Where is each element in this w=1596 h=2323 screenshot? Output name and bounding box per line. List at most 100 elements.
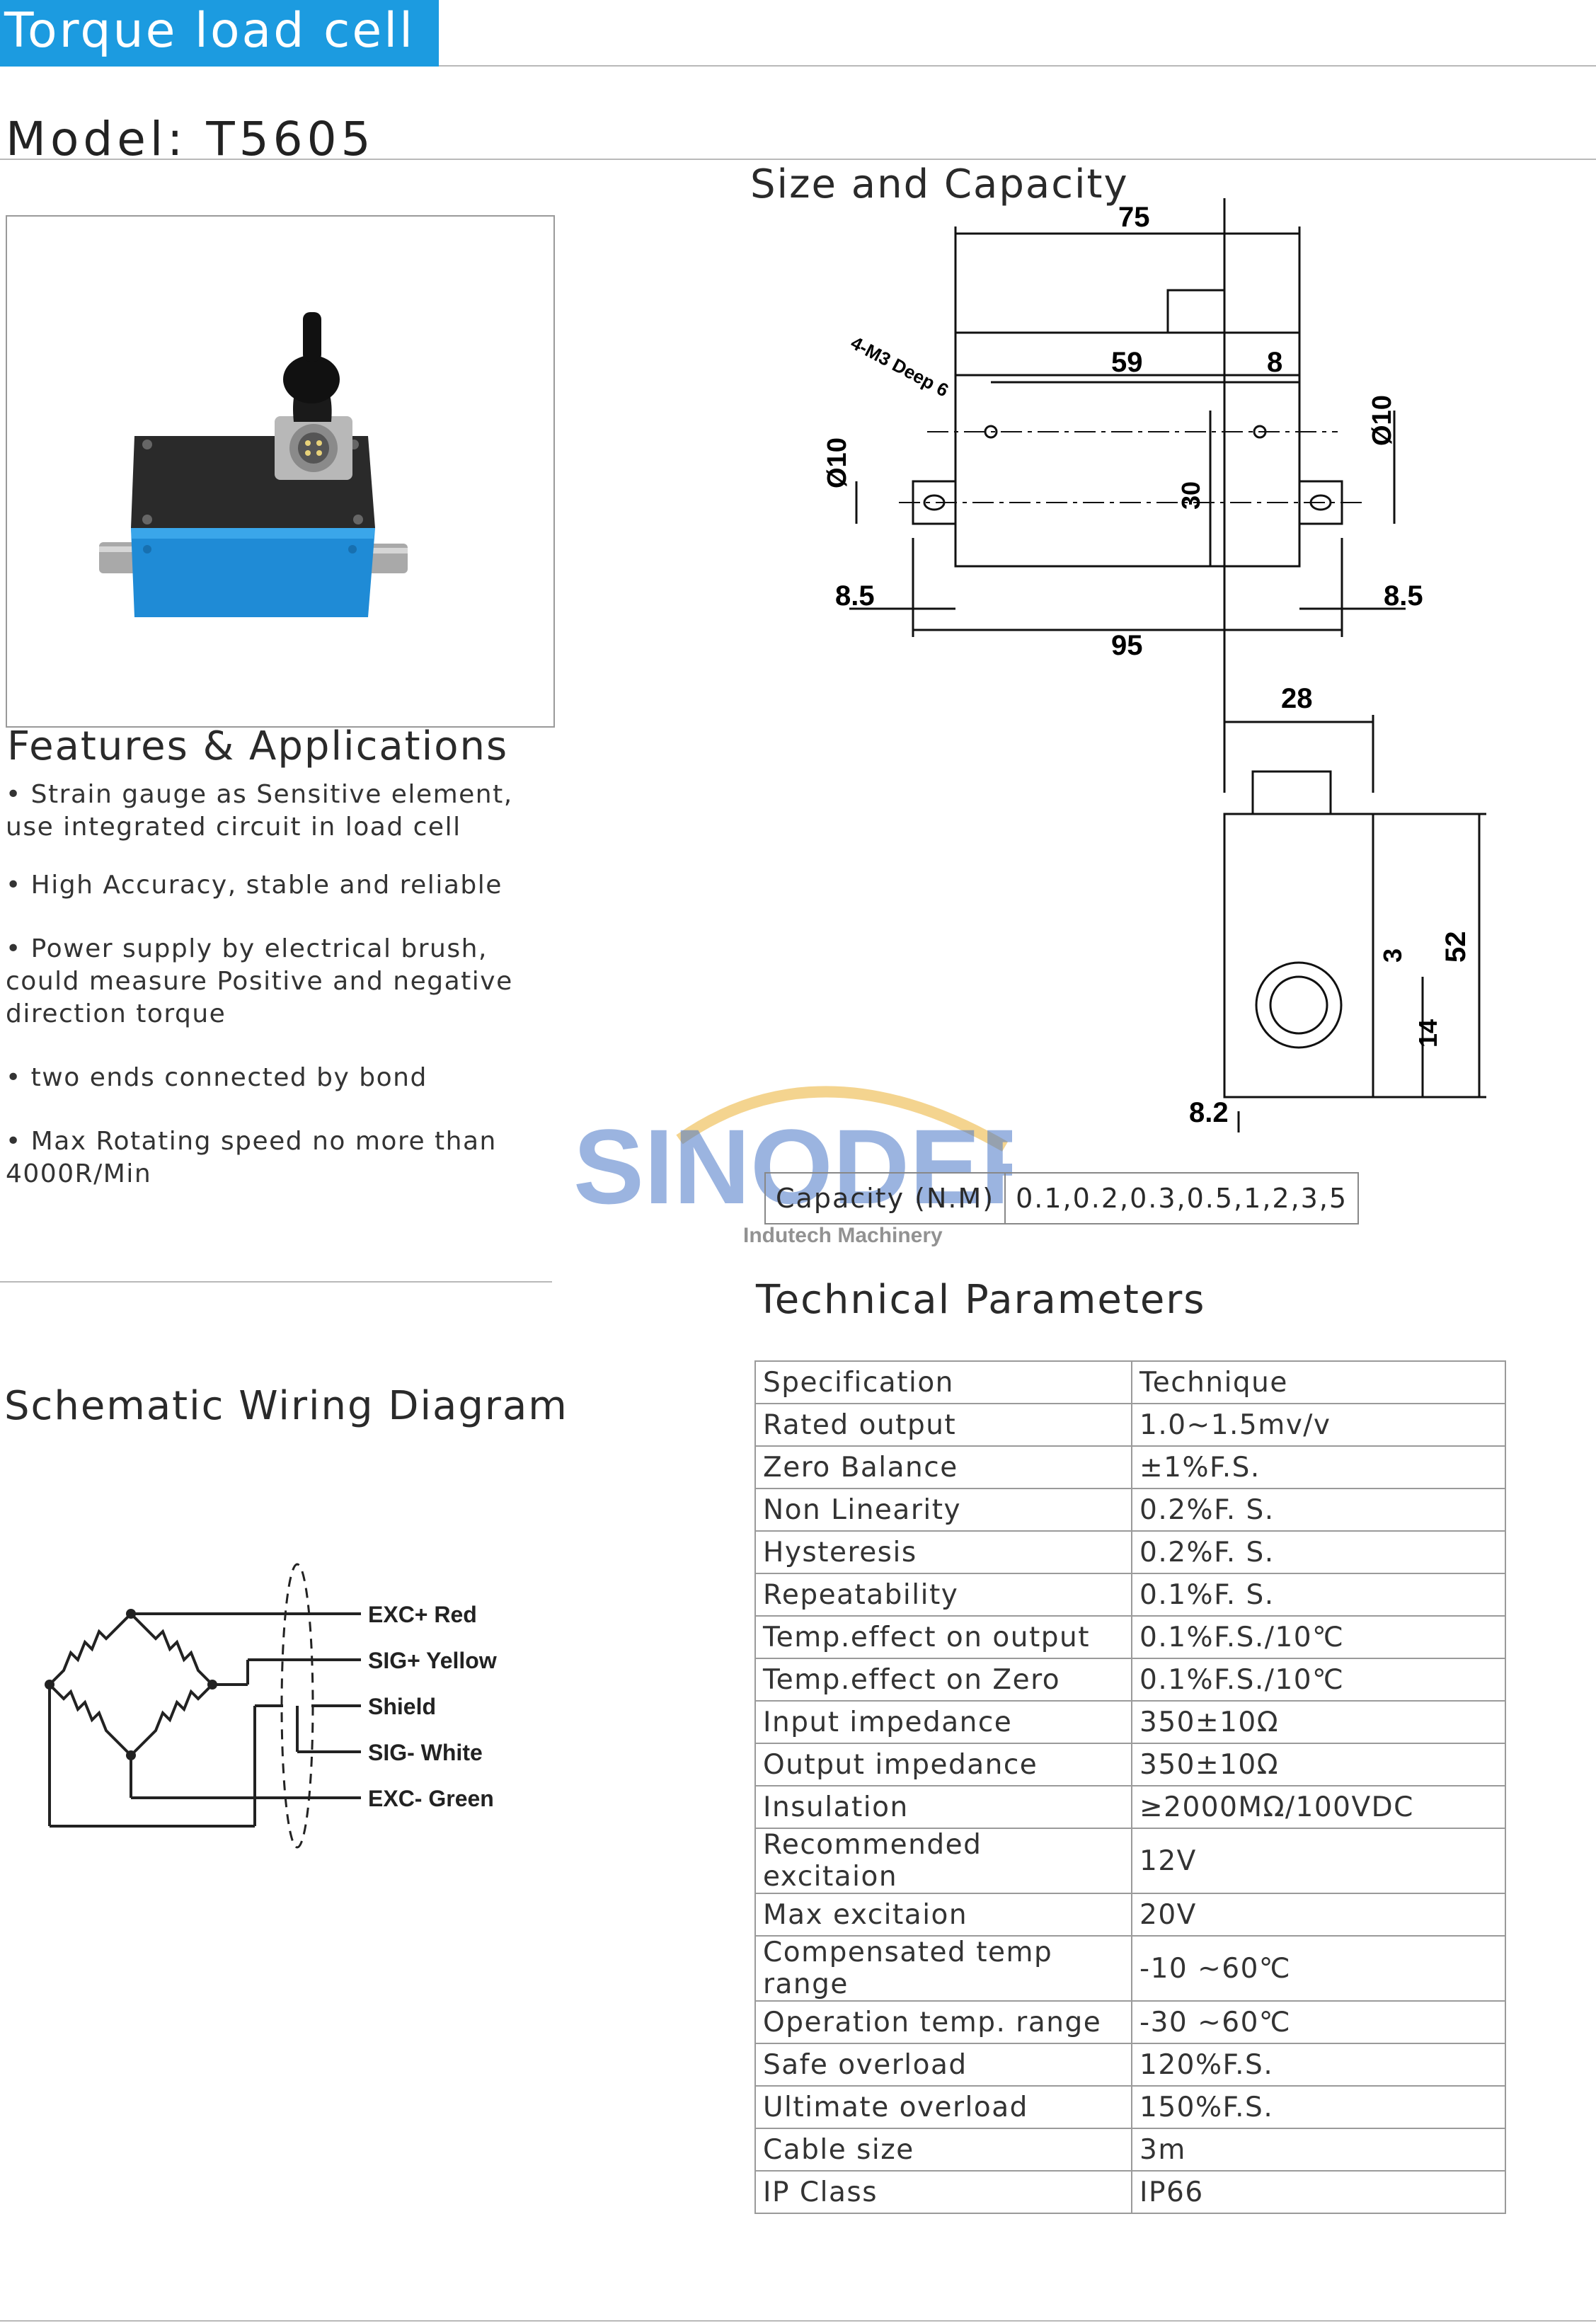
tech-param-value: 0.2%F. S. xyxy=(1131,1530,1506,1574)
product-photo xyxy=(6,215,555,728)
watermark-sub: Indutech Machinery xyxy=(743,1224,943,1247)
feature-item-4: • two ends connected by bond xyxy=(6,1063,427,1092)
tech-param-name: Repeatability xyxy=(754,1573,1132,1617)
tech-param-value: 0.2%F. S. xyxy=(1131,1488,1506,1532)
features-divider xyxy=(0,1281,552,1283)
tech-param-value: 350±10Ω xyxy=(1131,1700,1506,1744)
page-title: Torque load cell xyxy=(4,3,415,59)
tech-param-name: Insulation xyxy=(754,1785,1132,1829)
tech-param-value: ≥2000MΩ/100VDC xyxy=(1131,1785,1506,1829)
watermark-logo: SINODER Indutech Machinery xyxy=(573,1086,1012,1247)
header-divider xyxy=(439,65,1596,67)
tech-param-value: 3m xyxy=(1131,2128,1506,2172)
dim-3: 3 xyxy=(1378,948,1407,963)
feature-item-2: • High Accuracy, stable and reliable xyxy=(6,871,503,900)
tech-param-value: 350±10Ω xyxy=(1131,1743,1506,1786)
wire-label-sig-plus: SIG+ Yellow xyxy=(368,1648,497,1673)
tech-param-value: -10 ~60℃ xyxy=(1131,1935,1506,2002)
tech-row: Zero Balance±1%F.S. xyxy=(754,1445,1506,1489)
tech-param-name: IP Class xyxy=(754,2170,1132,2214)
tech-row: Insulation≥2000MΩ/100VDC xyxy=(754,1785,1506,1829)
tech-param-name: Cable size xyxy=(754,2128,1132,2172)
tech-param-name: Compensated temp range xyxy=(754,1935,1132,2002)
tech-param-name: Ultimate overload xyxy=(754,2085,1132,2129)
tech-param-name: Hysteresis xyxy=(754,1530,1132,1574)
dim-30: 30 xyxy=(1176,481,1205,510)
dim-52: 52 xyxy=(1440,931,1471,963)
dim-59: 59 xyxy=(1111,347,1143,378)
tech-param-name: Input impedance xyxy=(754,1700,1132,1744)
dim-8: 8 xyxy=(1267,347,1282,378)
capacity-table: Capacity (N.M) 0.1,0.2,0.3,0.5,1,2,3,5 xyxy=(764,1172,1360,1224)
tech-param-name: Non Linearity xyxy=(754,1488,1132,1532)
dim-8-2: 8.2 xyxy=(1189,1097,1229,1128)
dim-dia10-right: Ø10 xyxy=(1367,395,1397,446)
tech-param-value: 0.1%F. S. xyxy=(1131,1573,1506,1617)
capacity-value: 0.1,0.2,0.3,0.5,1,2,3,5 xyxy=(1004,1172,1360,1224)
tech-param-value: IP66 xyxy=(1131,2170,1506,2214)
tech-param-value: 120%F.S. xyxy=(1131,2043,1506,2087)
tech-param-name: Safe overload xyxy=(754,2043,1132,2087)
wire-label-exc-plus: EXC+ Red xyxy=(368,1602,477,1627)
tech-param-value: ±1%F.S. xyxy=(1131,1445,1506,1489)
dim-8-5-right: 8.5 xyxy=(1384,580,1423,612)
tech-param-value: 20V xyxy=(1131,1893,1506,1937)
feature-item-3: • Power supply by electrical brush, coul… xyxy=(6,934,513,1028)
dim-8-5-left: 8.5 xyxy=(835,580,875,612)
feature-item-5: • Max Rotating speed no more than 4000R/… xyxy=(6,1127,497,1188)
wire-label-sig-minus: SIG- White xyxy=(368,1740,483,1765)
feature-item-1: • Strain gauge as Sensitive element, use… xyxy=(6,780,513,842)
size-capacity-title: Size and Capacity xyxy=(750,161,1129,207)
dimension-drawing: 75 59 8 Ø10 Ø10 30 8.5 8.5 95 4-M3 Deep … xyxy=(822,198,1486,1132)
tech-row: Compensated temp range-10 ~60℃ xyxy=(754,1935,1506,2002)
tech-param-value: 0.1%F.S./10℃ xyxy=(1131,1658,1506,1702)
tech-param-name: Temp.effect on Zero xyxy=(754,1658,1132,1702)
tech-param-value: 1.0~1.5mv/v xyxy=(1131,1403,1506,1447)
tech-row: Operation temp. range-30 ~60℃ xyxy=(754,2000,1506,2044)
model-name: Model: T5605 xyxy=(6,112,375,166)
tech-param-value: 0.1%F.S./10℃ xyxy=(1131,1615,1506,1659)
model-divider xyxy=(0,159,1596,160)
tech-param-value: Technique xyxy=(1131,1360,1506,1404)
tech-param-name: Specification xyxy=(754,1360,1132,1404)
wiring-title: Schematic Wiring Diagram xyxy=(4,1383,568,1429)
tech-param-name: Recommended excitaion xyxy=(754,1828,1132,1894)
wire-label-shield: Shield xyxy=(368,1694,436,1719)
tech-param-value: 150%F.S. xyxy=(1131,2085,1506,2129)
dim-thread: 4-M3 Deep 6 xyxy=(847,332,952,401)
features-title: Features & Applications xyxy=(7,723,509,769)
dim-75: 75 xyxy=(1118,202,1150,233)
dim-28: 28 xyxy=(1281,683,1313,714)
tech-param-name: Operation temp. range xyxy=(754,2000,1132,2044)
tech-param-name: Temp.effect on output xyxy=(754,1615,1132,1659)
footer-divider xyxy=(0,2320,1596,2322)
tech-param-name: Zero Balance xyxy=(754,1445,1132,1489)
capacity-label: Capacity (N.M) xyxy=(764,1172,1006,1224)
tech-param-name: Output impedance xyxy=(754,1743,1132,1786)
tech-param-name: Max excitaion xyxy=(754,1893,1132,1937)
wire-label-exc-minus: EXC- Green xyxy=(368,1786,494,1811)
dim-14: 14 xyxy=(1413,1019,1442,1048)
dim-dia10-left: Ø10 xyxy=(822,437,852,488)
title-banner: Torque load cell xyxy=(0,0,439,67)
tech-param-name: Rated output xyxy=(754,1403,1132,1447)
wiring-diagram: EXC+ Red SIG+ Yellow Shield SIG- White E… xyxy=(45,1563,497,1849)
tech-param-value: 12V xyxy=(1131,1828,1506,1894)
tech-title: Technical Parameters xyxy=(756,1277,1206,1323)
